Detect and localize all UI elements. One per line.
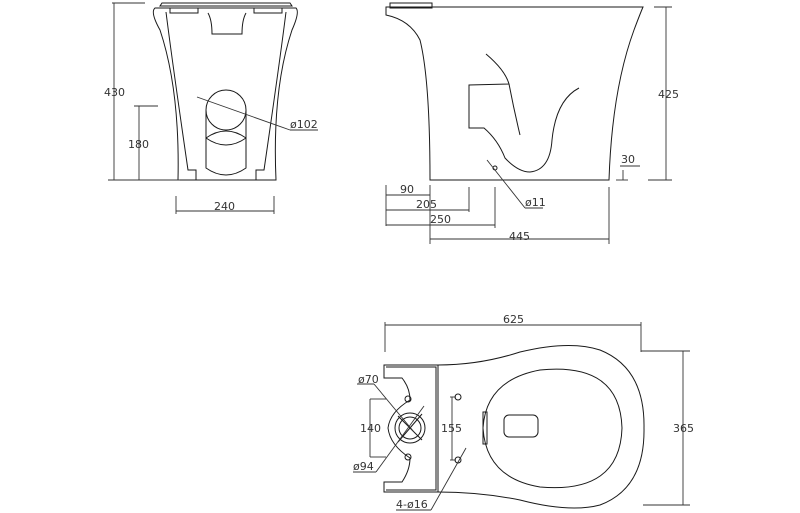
dim-140: 140 — [360, 422, 381, 435]
dim-430: 430 — [104, 86, 125, 99]
side-view — [385, 2, 644, 181]
dim-445: 445 — [509, 230, 530, 243]
dim-d11: ø11 — [525, 196, 546, 209]
dim-30: 30 — [621, 153, 635, 166]
dim-180: 180 — [128, 138, 149, 151]
dim-365: 365 — [673, 422, 694, 435]
top-view — [383, 345, 645, 509]
dim-625: 625 — [503, 313, 524, 326]
front-view — [152, 2, 298, 181]
dim-d94: ø94 — [353, 460, 374, 473]
dim-250: 250 — [430, 213, 451, 226]
dim-d102: ø102 — [290, 118, 318, 131]
dim-d70: ø70 — [358, 373, 379, 386]
side-dimensions: 425 30 90 205 250 445 ø11 — [385, 6, 679, 244]
dim-240: 240 — [214, 200, 235, 213]
dim-425: 425 — [658, 88, 679, 101]
dim-205: 205 — [416, 198, 437, 211]
dim-155: 155 — [441, 422, 462, 435]
dim-90: 90 — [400, 183, 414, 196]
front-dimensions: 430 180 ø102 240 — [104, 2, 318, 214]
dim-4xd16: 4-ø16 — [396, 498, 428, 511]
top-dimensions: 625 365 140 155 ø70 ø94 4-ø16 — [353, 313, 694, 511]
